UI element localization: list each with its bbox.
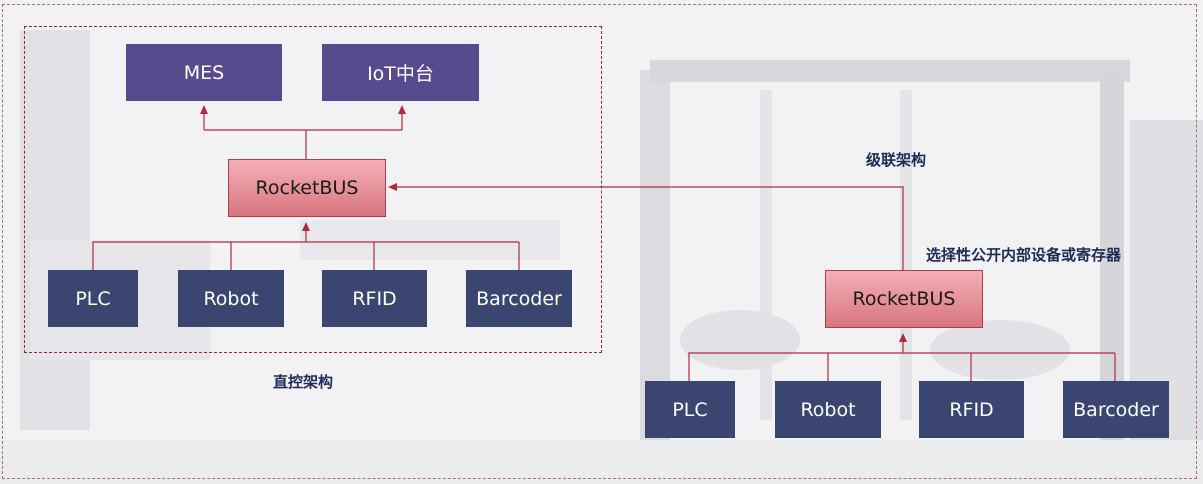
outer-dashed-frame [2,4,1197,479]
left-robot-node: Robot [178,270,284,327]
left-plc-node: PLC [48,270,138,327]
direct-control-caption: 直控架构 [273,373,334,391]
line-right-devices [688,352,1116,381]
right-barcoder-node: Barcoder [1063,381,1169,438]
selective-exposure-label: 选择性公开内部设备或寄存器 [926,246,1122,264]
cascade-architecture-label: 级联架构 [866,151,927,169]
right-robot-node: Robot [775,381,881,438]
line-cascade [388,183,904,270]
line-left-devices [92,241,520,270]
mes-node: MES [126,44,282,101]
right-rfid-node: RFID [919,381,1024,438]
line-bus-to-top [204,129,402,159]
left-barcoder-node: Barcoder [466,270,572,327]
direct-control-group-frame [24,26,602,353]
right-rocketbus-node: RocketBUS [825,270,983,328]
iot-platform-node: IoT中台 [322,44,479,101]
left-rfid-node: RFID [322,270,427,327]
right-plc-node: PLC [645,381,735,438]
left-rocketbus-node: RocketBUS [228,159,386,217]
